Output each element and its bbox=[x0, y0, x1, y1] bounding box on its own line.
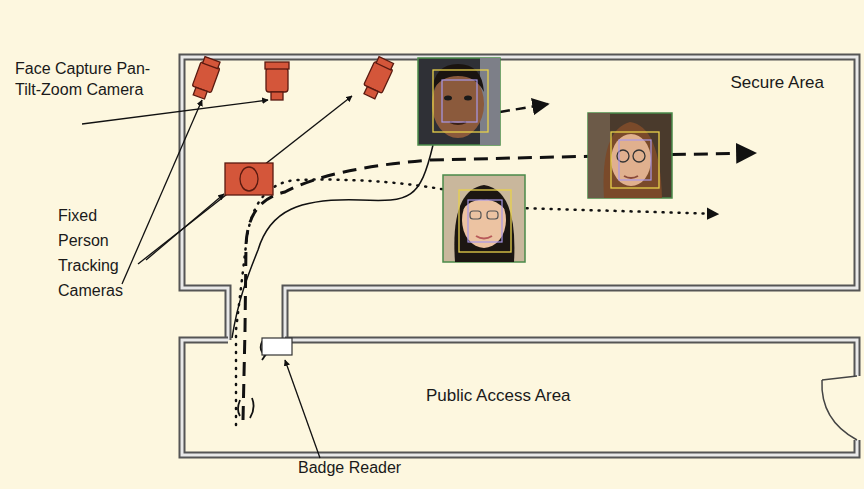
leader-lines bbox=[82, 96, 352, 284]
room-area: Public Access Area bbox=[186, 344, 854, 452]
callout-label: Fixed Person Tracking Cameras bbox=[58, 203, 138, 303]
callout-label: Badge Reader bbox=[298, 458, 401, 478]
ptz-camera bbox=[189, 56, 395, 101]
face-photo bbox=[443, 175, 525, 262]
walls bbox=[182, 57, 857, 455]
fixed-camera bbox=[225, 163, 273, 195]
room-area: Secure Area bbox=[186, 61, 854, 285]
area-name: Secure Area bbox=[730, 73, 824, 93]
callout-label: Face Capture Pan-Tilt-Zoom Camera bbox=[15, 58, 155, 100]
leader-line bbox=[285, 360, 320, 458]
face-photo bbox=[418, 58, 500, 145]
door-swing bbox=[822, 376, 857, 440]
badge-reader bbox=[262, 338, 292, 355]
face-photo bbox=[588, 113, 672, 198]
area-name: Public Access Area bbox=[426, 386, 571, 406]
person-tracks bbox=[232, 104, 755, 425]
